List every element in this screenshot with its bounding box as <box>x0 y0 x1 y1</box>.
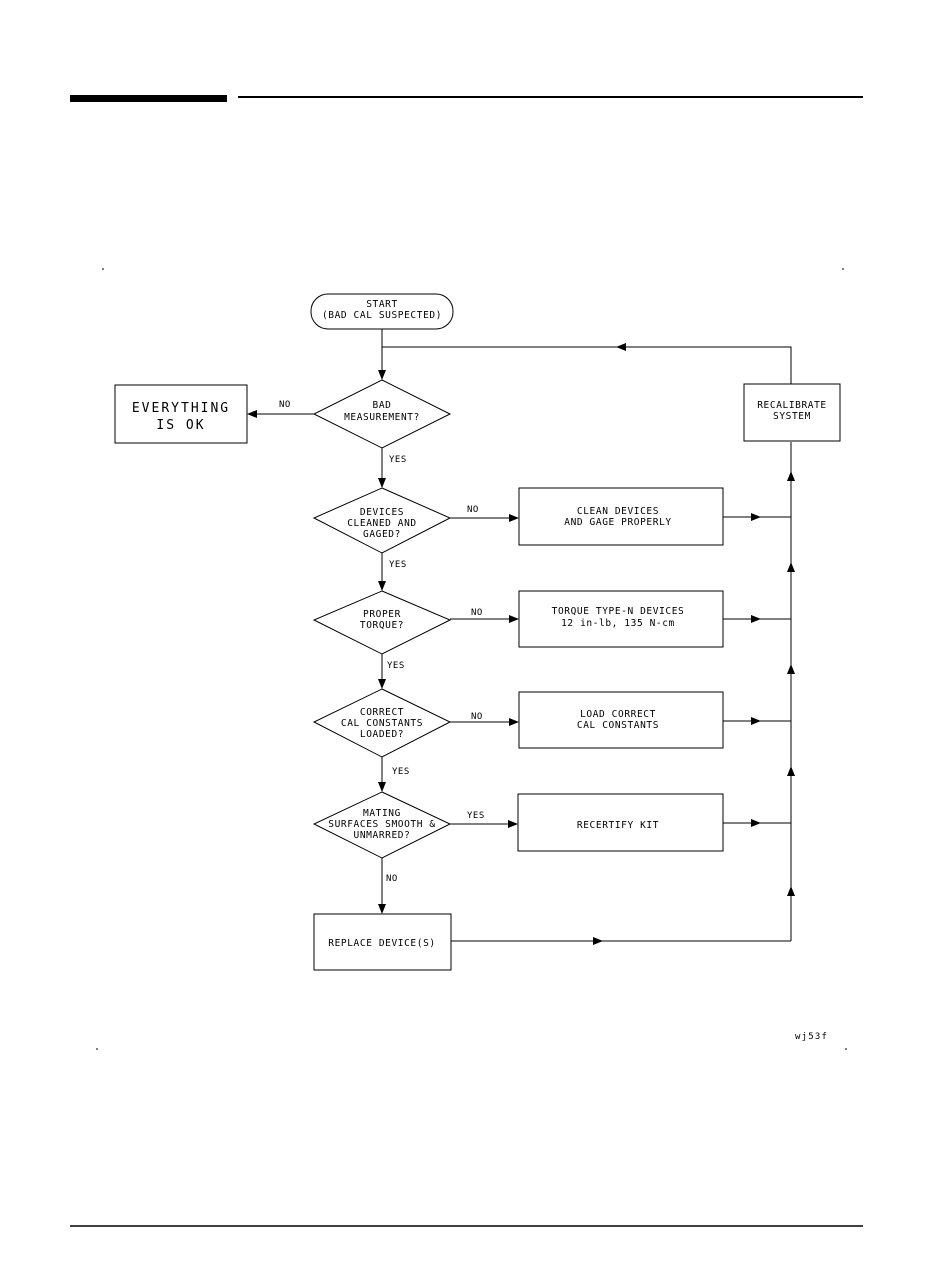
node-everything-ok-line-1: EVERYTHING <box>132 401 230 416</box>
figure-corner-marks <box>96 268 847 1050</box>
decision-proper-torque-line-2: TORQUE? <box>360 620 404 631</box>
arrowhead <box>787 471 795 481</box>
decision-cal-constants-line-3: LOADED? <box>360 729 404 740</box>
node-clean-devices-line-2: AND GAGE PROPERLY <box>564 517 671 528</box>
arrowhead <box>751 819 761 827</box>
figure-id: wj53f <box>795 1032 828 1042</box>
node-clean-devices: CLEAN DEVICES AND GAGE PROPERLY <box>518 487 724 546</box>
decision-bad-measurement: BAD MEASUREMENT? <box>312 379 452 449</box>
arrowhead <box>509 718 519 726</box>
decision-mating-surfaces-line-1: MATING <box>363 808 401 819</box>
arrowhead <box>378 478 386 488</box>
decision-devices-cleaned-line-3: GAGED? <box>363 529 401 540</box>
arrowhead <box>787 664 795 674</box>
node-everything-ok-line-2: IS OK <box>156 418 205 433</box>
node-recalibrate-line-1: RECALIBRATE <box>757 400 827 411</box>
arrowhead <box>509 615 519 623</box>
arrowhead <box>751 615 761 623</box>
decision-cal-constants: CORRECT CAL CONSTANTS LOADED? <box>312 688 452 758</box>
arrowhead <box>378 679 386 689</box>
arrowhead <box>378 782 386 792</box>
arrowhead <box>508 820 518 828</box>
node-load-constants: LOAD CORRECT CAL CONSTANTS <box>518 691 724 749</box>
arrowhead <box>787 886 795 896</box>
node-torque-devices-line-2: 12 in-lb, 135 N-cm <box>561 618 675 629</box>
arrowhead <box>751 717 761 725</box>
node-recalibrate: RECALIBRATE SYSTEM <box>743 383 841 442</box>
edge-label-constants-yes: YES <box>392 767 410 777</box>
node-start-line-2: (BAD CAL SUSPECTED) <box>322 310 442 321</box>
decision-cal-constants-line-1: CORRECT <box>360 707 404 718</box>
arrowhead <box>787 562 795 572</box>
node-load-constants-line-2: CAL CONSTANTS <box>577 720 659 731</box>
node-start: START (BAD CAL SUSPECTED) <box>310 293 454 330</box>
node-clean-devices-line-1: CLEAN DEVICES <box>577 506 659 517</box>
decision-bad-measurement-line-1: BAD <box>373 400 392 411</box>
arrowhead <box>616 343 626 351</box>
header-thick-rule <box>70 95 227 102</box>
edge-recalibrate-loop <box>382 346 792 384</box>
arrowhead <box>378 904 386 914</box>
node-recertify: RECERTIFY KIT <box>517 793 724 852</box>
arrowhead <box>509 514 519 522</box>
edge-label-surfaces-no: NO <box>386 874 398 884</box>
decision-mating-surfaces-line-3: UNMARRED? <box>354 830 411 841</box>
arrowhead <box>247 410 257 418</box>
arrowhead <box>593 937 603 945</box>
connectors <box>247 329 795 945</box>
decision-devices-cleaned: DEVICES CLEANED AND GAGED? <box>312 487 452 554</box>
node-load-constants-line-1: LOAD CORRECT <box>580 709 656 720</box>
node-replace: REPLACE DEVICE(S) <box>313 913 452 971</box>
decision-mating-surfaces: MATING SURFACES SMOOTH & UNMARRED? <box>312 791 452 859</box>
decision-bad-measurement-line-2: MEASUREMENT? <box>344 412 420 423</box>
edge-label-constants-no: NO <box>471 712 483 722</box>
edge-label-bad-yes: YES <box>389 455 407 465</box>
node-replace-line-1: REPLACE DEVICE(S) <box>328 938 435 949</box>
node-start-line-1: START <box>366 299 398 310</box>
edge-label-bad-no: NO <box>279 400 291 410</box>
decision-devices-cleaned-line-1: DEVICES <box>360 507 404 518</box>
decision-mating-surfaces-line-2: SURFACES SMOOTH & <box>328 819 435 830</box>
decision-cal-constants-line-2: CAL CONSTANTS <box>341 718 423 729</box>
node-recertify-line-1: RECERTIFY KIT <box>577 820 659 831</box>
edge-label-torque-yes: YES <box>387 661 405 671</box>
decision-devices-cleaned-line-2: CLEANED AND <box>347 518 417 529</box>
node-recalibrate-line-2: SYSTEM <box>773 411 811 422</box>
edge-label-surfaces-yes: YES <box>467 811 485 821</box>
node-everything-ok: EVERYTHING IS OK <box>114 384 248 444</box>
edge-label-torque-no: NO <box>471 608 483 618</box>
arrowhead <box>787 766 795 776</box>
decision-proper-torque: PROPER TORQUE? <box>312 590 452 655</box>
node-torque-devices: TORQUE TYPE-N DEVICES 12 in-lb, 135 N-cm <box>518 590 724 648</box>
arrowhead <box>378 370 386 380</box>
edge-label-cleaned-no: NO <box>467 505 479 515</box>
node-torque-devices-line-1: TORQUE TYPE-N DEVICES <box>552 606 685 617</box>
decision-proper-torque-line-1: PROPER <box>363 609 401 620</box>
arrowhead <box>378 581 386 591</box>
arrowhead <box>751 513 761 521</box>
edge-label-cleaned-yes: YES <box>389 560 407 570</box>
